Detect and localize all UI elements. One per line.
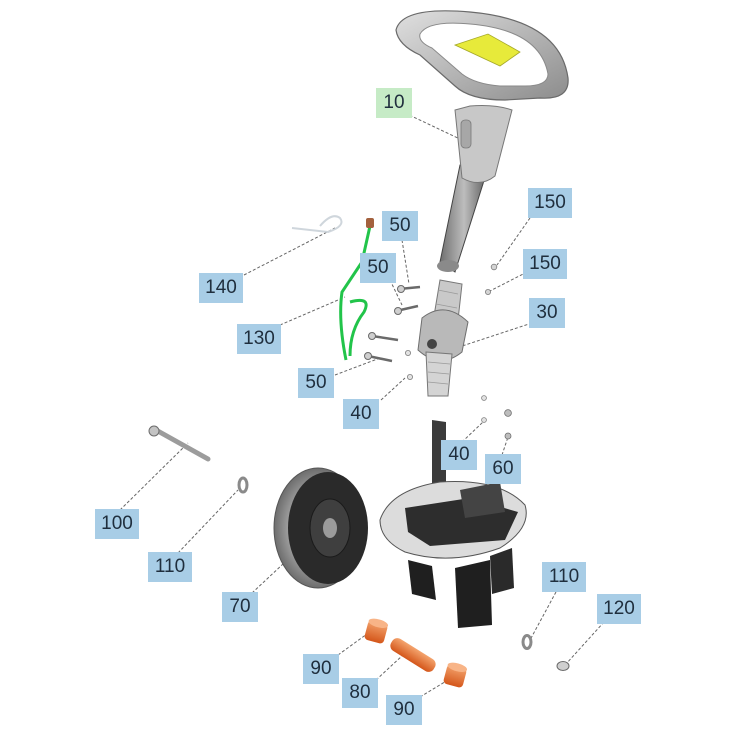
base-chassis xyxy=(379,420,527,628)
callout-150-lower: 150 xyxy=(523,249,567,279)
leader-120 xyxy=(565,621,605,665)
callout-100: 100 xyxy=(95,509,139,539)
wheel xyxy=(273,467,368,589)
leader-150a xyxy=(496,217,531,266)
leader-110a xyxy=(177,489,239,554)
callout-50-middle: 50 xyxy=(360,253,396,283)
leader-60 xyxy=(501,436,509,456)
leader-50c xyxy=(334,357,381,376)
leader-150b xyxy=(489,271,528,292)
axle-bolt xyxy=(148,425,211,462)
leader-10 xyxy=(404,112,463,141)
callout-90-left: 90 xyxy=(303,654,339,684)
callout-40-right: 40 xyxy=(441,440,477,470)
leader-140 xyxy=(243,227,336,276)
callout-110-right: 110 xyxy=(542,562,586,592)
nut-120 xyxy=(556,661,570,671)
leader-90b xyxy=(419,679,449,698)
leader-40a xyxy=(380,377,406,401)
leader-100 xyxy=(119,442,189,511)
callout-70: 70 xyxy=(222,592,258,622)
leader-90a xyxy=(337,633,368,656)
leader-110b xyxy=(529,591,557,641)
bushings xyxy=(364,618,468,688)
callout-90-right: 90 xyxy=(386,695,422,725)
callout-120: 120 xyxy=(597,594,641,624)
leader-130 xyxy=(279,296,346,326)
bolt-50-parts xyxy=(364,285,421,363)
green-cable xyxy=(339,218,374,361)
callout-150-upper: 150 xyxy=(528,188,572,218)
steering-joint xyxy=(417,279,469,397)
callout-30: 30 xyxy=(529,298,565,328)
leader-70 xyxy=(251,563,284,594)
callout-130: 130 xyxy=(237,324,281,354)
callout-60: 60 xyxy=(485,454,521,484)
callout-80: 80 xyxy=(342,678,378,708)
washer-40-parts xyxy=(404,349,487,423)
callout-50-upper: 50 xyxy=(382,211,418,241)
cable-tie xyxy=(291,215,343,234)
callout-40-left: 40 xyxy=(343,399,379,429)
nut-150-parts xyxy=(484,263,498,295)
leader-40b xyxy=(461,421,484,443)
callout-110-left: 110 xyxy=(148,552,192,582)
part-60 xyxy=(504,409,512,440)
leader-80 xyxy=(375,654,404,681)
washer-110-parts xyxy=(237,476,533,650)
callout-50-lower: 50 xyxy=(298,368,334,398)
callout-10: 10 xyxy=(376,88,412,118)
callout-140: 140 xyxy=(199,273,243,303)
handle-assembly xyxy=(395,10,569,273)
leader-50a xyxy=(401,239,410,285)
